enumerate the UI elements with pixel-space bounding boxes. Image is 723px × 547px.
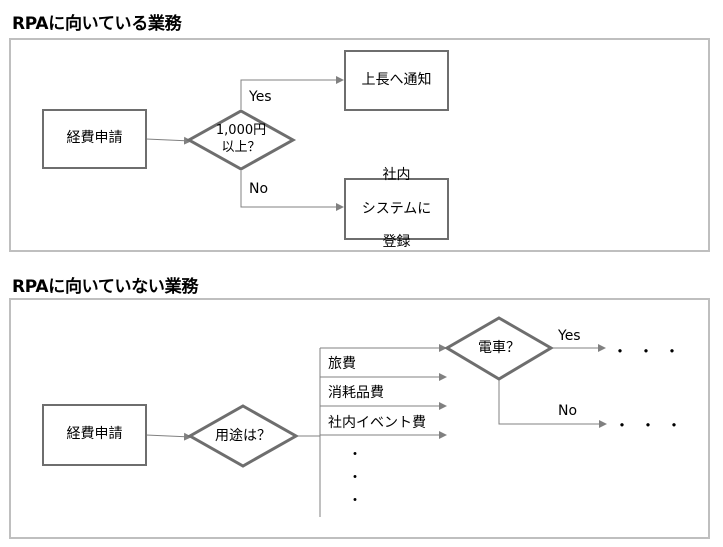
s1-no-box-line2: システムに	[361, 200, 432, 217]
s1-decision-text: 1,000円 以上？	[199, 118, 283, 162]
s2-arrow-start-to-decision	[145, 432, 192, 441]
s1-no-connector	[240, 171, 344, 211]
s2-vertical-dot-2: ・	[348, 470, 362, 486]
s2-sub-decision-diamond	[444, 316, 554, 381]
section2-panel	[9, 298, 710, 539]
s2-start-box: 経費申請	[42, 404, 147, 466]
s1-yes-label: Yes	[249, 89, 272, 105]
s2-no-ellipsis: ・・・	[614, 416, 693, 435]
s2-yes-label: Yes	[558, 328, 581, 344]
s1-yes-connector	[240, 76, 344, 109]
section2-title: RPAに向いていない業務	[12, 277, 199, 297]
s1-no-label: No	[249, 181, 269, 197]
s2-no-label: No	[558, 403, 578, 419]
s1-no-box: 社内 システムに 登録	[344, 167, 449, 250]
s1-decision-line1: 1,000円	[215, 123, 267, 139]
s2-no-connector	[498, 380, 607, 428]
s2-yes-ellipsis: ・・・	[612, 342, 691, 361]
s2-branch-label-2: 消耗品費	[328, 385, 384, 401]
s2-vertical-dot-3: ・	[348, 493, 362, 509]
s1-arrow-start-to-decision	[145, 136, 192, 145]
s2-branch-label-3: 社内イベント費	[328, 415, 426, 431]
s1-no-box-line3: 登録	[382, 234, 411, 251]
section1-title: RPAに向いている業務	[12, 14, 182, 34]
s2-vertical-dot-1: ・	[348, 447, 362, 463]
s2-sub-decision-text: 電車？	[478, 339, 520, 356]
s2-branch-label-1: 旅費	[328, 356, 356, 372]
s1-decision-diamond	[185, 109, 297, 171]
s1-yes-box: 上長へ通知	[344, 50, 449, 111]
s2-decision-diamond	[186, 404, 300, 468]
s1-start-box: 経費申請	[42, 109, 147, 169]
s1-decision-line2: 以上？	[221, 140, 261, 155]
s2-decision-text: 用途は？	[215, 427, 271, 444]
s1-no-box-line1: 社内	[382, 167, 411, 184]
